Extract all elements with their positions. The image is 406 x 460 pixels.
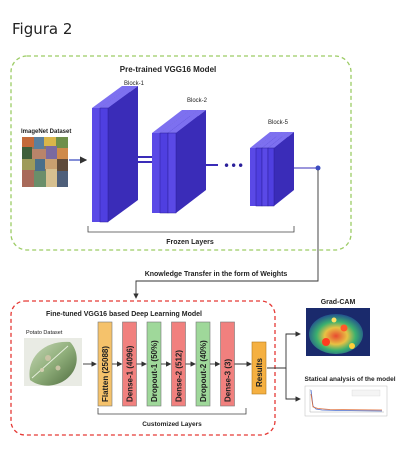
layer-label-1: Flatten (25088) — [101, 346, 110, 402]
layer-label-6: Dense-3 (3) — [224, 359, 233, 402]
stats-label: Statical analysis of the model — [304, 376, 395, 383]
frozen-layers-bracket — [87, 226, 295, 233]
customized-layers-label: Customized Layers — [142, 421, 202, 428]
figure-label: Figura 2 — [12, 20, 73, 38]
finetuned-title: Fine-tuned VGG16 based Deep Learning Mod… — [46, 311, 202, 318]
pretrained-title: Pre-trained VGG16 Model — [120, 65, 216, 74]
results-label: Results — [255, 358, 264, 387]
pretrained-group-border — [10, 55, 352, 251]
knowledge-transfer-label: Knowledge Transfer in the form of Weight… — [145, 271, 288, 278]
block-1 — [92, 86, 138, 223]
results-to-gradcam-arrow — [267, 331, 301, 369]
imagenet-dataset-image — [22, 137, 68, 187]
layer-label-2: Dense-1 (4096) — [126, 345, 135, 402]
layer-label-4: Dense-2 (512) — [175, 350, 184, 402]
output-node — [315, 165, 321, 171]
customized-layers-bracket — [97, 408, 247, 415]
block-2 — [152, 110, 206, 214]
block-5-label: Block-5 — [268, 120, 289, 126]
gradcam-label: Grad-CAM — [321, 299, 356, 306]
stats-plot-image — [304, 385, 388, 417]
potato-dataset-label: Potato Dataset — [26, 330, 63, 336]
block-5 — [250, 132, 294, 207]
layer-stack: Flatten (25088) Dense-1 (4096) Dropout-1 (… — [97, 321, 252, 407]
results-to-stats-arrow — [285, 368, 301, 402]
results-box — [251, 341, 267, 395]
block-1-label: Block-1 — [124, 81, 145, 87]
imagenet-dataset-label: ImageNet Dataset — [21, 129, 71, 135]
frozen-layers-label: Frozen Layers — [166, 239, 214, 246]
block-2-label: Block-2 — [187, 98, 208, 104]
knowledge-transfer-arrow — [133, 170, 319, 299]
layer-label-5: Dropout-2 (40%) — [199, 340, 208, 402]
potato-leaf-image — [24, 338, 82, 386]
layer-label-3: Dropout-1 (50%) — [150, 340, 159, 402]
gradcam-image — [306, 308, 370, 356]
ellipsis: ••• — [223, 159, 244, 173]
